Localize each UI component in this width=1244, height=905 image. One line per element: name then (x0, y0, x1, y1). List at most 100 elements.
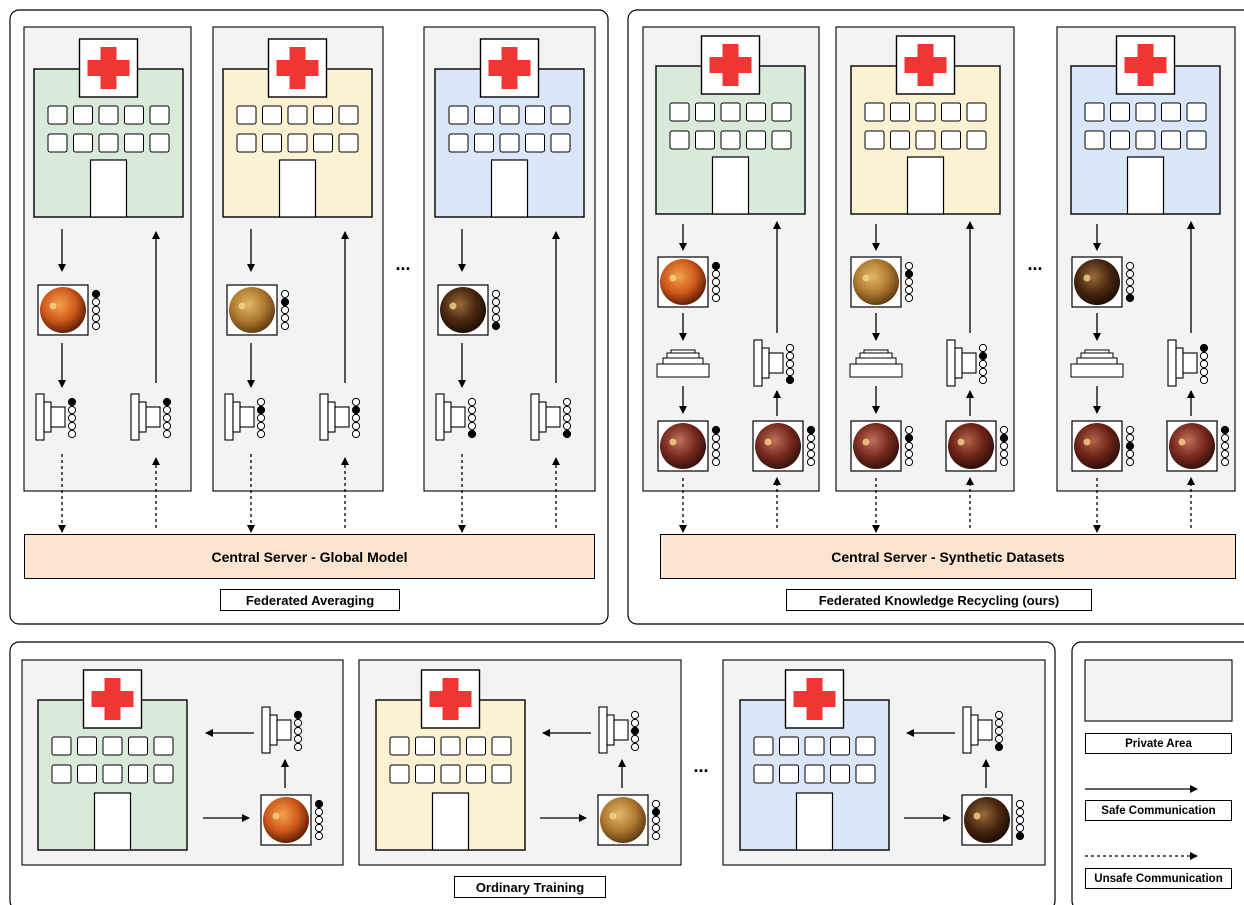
generator-layer (1070, 363, 1124, 378)
class-node (711, 277, 721, 287)
class-node (806, 441, 816, 451)
class-node (1125, 277, 1135, 287)
retina (600, 797, 646, 843)
layer (613, 719, 629, 741)
class-node (1015, 807, 1025, 817)
red-cross-icon (904, 44, 947, 86)
generative-model (656, 349, 710, 378)
class-node (711, 261, 721, 271)
label-nodes (651, 799, 661, 841)
layer (606, 714, 615, 746)
class-node (978, 351, 988, 361)
class-node (1220, 433, 1230, 443)
legend-safe-communication-label: Safe Communication (1085, 800, 1232, 821)
class-node (785, 367, 795, 377)
optic-disc (609, 812, 617, 820)
hospital-window (313, 105, 333, 125)
retina (1169, 423, 1215, 469)
retina (853, 423, 899, 469)
layer (598, 706, 608, 754)
class-node (67, 397, 77, 407)
local-model (224, 393, 255, 441)
class-node (256, 405, 266, 415)
fkr-hospital (1070, 35, 1221, 215)
hospital-window (124, 105, 144, 125)
class-node (1125, 293, 1135, 303)
layer (753, 339, 763, 387)
class-node (280, 321, 290, 331)
class-node (630, 718, 640, 728)
hospital-window (77, 736, 97, 756)
hospital-window (695, 130, 715, 150)
class-node (1125, 261, 1135, 271)
output-nodes (467, 397, 477, 439)
layer (269, 714, 278, 746)
label-nodes (999, 425, 1009, 467)
class-node (994, 718, 1004, 728)
layer (1175, 347, 1184, 379)
generator-layer (849, 363, 903, 378)
output-nodes (256, 397, 266, 439)
layer (961, 352, 977, 374)
local-fundus-image (37, 284, 89, 336)
class-node (491, 289, 501, 299)
hospital-window (51, 736, 72, 756)
label-nodes (711, 261, 721, 303)
class-node (651, 823, 661, 833)
class-node (1199, 351, 1209, 361)
class-node (91, 289, 101, 299)
red-cross-icon (91, 678, 134, 720)
class-node (785, 359, 795, 369)
class-node (562, 413, 572, 423)
hospital-door (711, 156, 750, 215)
class-node (562, 429, 572, 439)
hospital-window (864, 130, 885, 150)
retina (229, 287, 275, 333)
hospital-window (746, 102, 766, 122)
hospital-window (746, 130, 766, 150)
hospital-window (448, 105, 469, 125)
class-node (1015, 823, 1025, 833)
local-model (261, 706, 292, 754)
hospital-window (550, 105, 571, 125)
hospital-window (830, 764, 850, 784)
layer (530, 393, 540, 441)
hospital-window (466, 764, 486, 784)
class-node (1125, 449, 1135, 459)
fkr-hospital (655, 35, 806, 215)
optic-disc (1178, 438, 1186, 446)
class-node (562, 421, 572, 431)
class-node (91, 321, 101, 331)
class-node (1199, 343, 1209, 353)
class-node (651, 815, 661, 825)
optic-disc (669, 438, 677, 446)
hospital-window (389, 736, 410, 756)
class-node (630, 734, 640, 744)
class-node (711, 449, 721, 459)
layer (450, 406, 466, 428)
hospital-window (102, 764, 123, 784)
optic-disc (669, 274, 677, 282)
generator-layer (656, 363, 710, 378)
hospital-window (804, 736, 825, 756)
local-model (435, 393, 466, 441)
class-node (562, 397, 572, 407)
class-node (256, 397, 266, 407)
hospital-window (1110, 130, 1130, 150)
hospital-window (855, 736, 876, 756)
hospital-window (1161, 102, 1181, 122)
class-node (904, 277, 914, 287)
class-node (293, 734, 303, 744)
class-node (314, 823, 324, 833)
class-node (491, 305, 501, 315)
hospital-door (490, 159, 529, 218)
class-node (711, 293, 721, 303)
label-nodes (1125, 425, 1135, 467)
output-nodes (630, 710, 640, 752)
retina (660, 423, 706, 469)
class-node (651, 831, 661, 841)
class-node (651, 807, 661, 817)
class-node (994, 726, 1004, 736)
class-node (904, 261, 914, 271)
class-node (1125, 269, 1135, 279)
